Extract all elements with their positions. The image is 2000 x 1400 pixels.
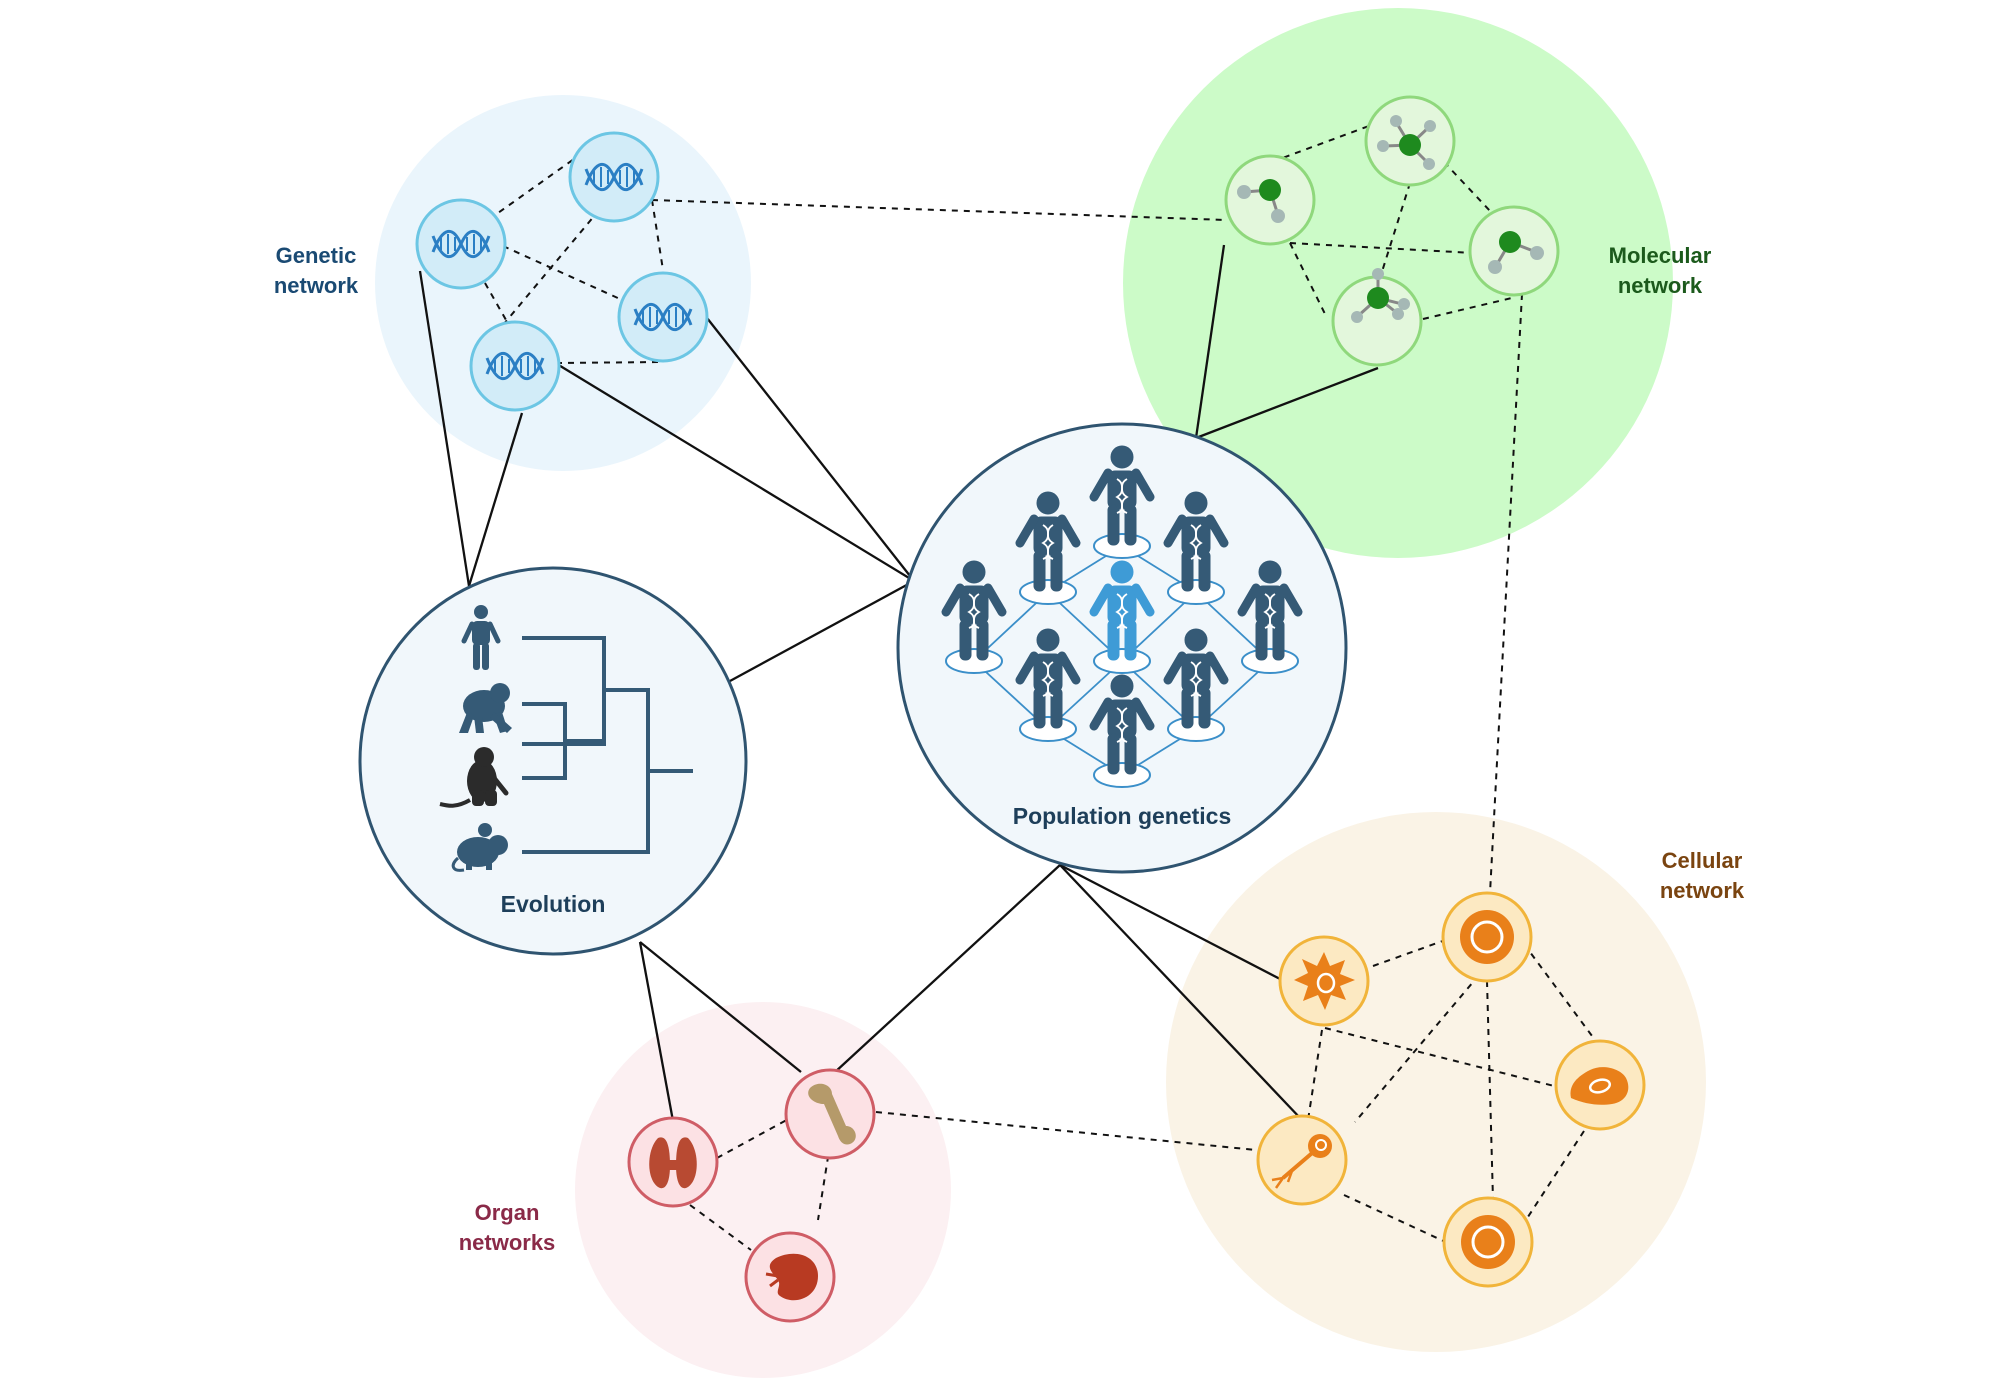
organ-network-label: Organ networks (459, 1200, 556, 1255)
genetic-network-region (375, 95, 751, 471)
molecular-node (1224, 154, 1316, 246)
genetic-node (568, 131, 660, 223)
genetic-label-line-2: network (274, 273, 359, 298)
cellular-node (1554, 1039, 1646, 1131)
thyroid-icon (649, 1137, 697, 1189)
organ-network-region (575, 1002, 951, 1378)
molecular-label-line-1: Molecular (1609, 243, 1712, 268)
cellular-node (1278, 935, 1370, 1027)
genetic-node (617, 271, 709, 363)
epithelial-cell-icon (1570, 1067, 1629, 1105)
bone-icon (808, 1083, 856, 1145)
human-icon (461, 605, 501, 670)
genetic-node (469, 320, 561, 412)
cellular-node (1442, 1196, 1534, 1288)
cellular-node (1256, 1114, 1348, 1206)
monkey-icon (439, 747, 509, 808)
molecular-network-label: Molecular network (1609, 243, 1712, 298)
molecular-node (1331, 268, 1423, 367)
dashed-connections (459, 122, 1596, 1251)
molecule-icon (1351, 268, 1410, 323)
cellular-label-line-2: network (1660, 878, 1745, 903)
molecular-label-line-2: network (1618, 273, 1703, 298)
molecular-node (1468, 205, 1560, 297)
genetic-network-label: Genetic network (274, 243, 359, 298)
cellular-node (1441, 891, 1533, 983)
genetic-label-line-1: Genetic (276, 243, 357, 268)
immune-cell-icon (1294, 952, 1355, 1010)
molecule-icon (1377, 115, 1436, 170)
organ-node (744, 1231, 836, 1323)
organ-label-line-1: Organ (475, 1200, 540, 1225)
phylogenetic-tree (522, 636, 693, 854)
cellular-network-label: Cellular network (1660, 848, 1745, 903)
round-cell-icon (1458, 908, 1516, 966)
population-genetics-hub: Population genetics (896, 422, 1348, 874)
chimpanzee-icon (459, 683, 512, 733)
molecular-node (1364, 95, 1456, 187)
spleen-icon (765, 1253, 818, 1301)
molecule-icon (1488, 231, 1544, 274)
round-cell-icon (1459, 1213, 1517, 1271)
cellular-label-line-1: Cellular (1662, 848, 1743, 873)
molecule-icon (1237, 179, 1285, 223)
evolution-hub: Evolution (358, 566, 748, 956)
organ-label-line-2: networks (459, 1230, 556, 1255)
mouse-icon (451, 823, 508, 872)
population-genetics-label: Population genetics (1013, 803, 1232, 829)
evolution-label: Evolution (501, 891, 606, 917)
neuron-icon (1271, 1134, 1332, 1189)
genetic-node (415, 198, 507, 290)
organ-node (627, 1116, 719, 1208)
solid-connections (418, 244, 1379, 1122)
organ-node (784, 1068, 876, 1160)
